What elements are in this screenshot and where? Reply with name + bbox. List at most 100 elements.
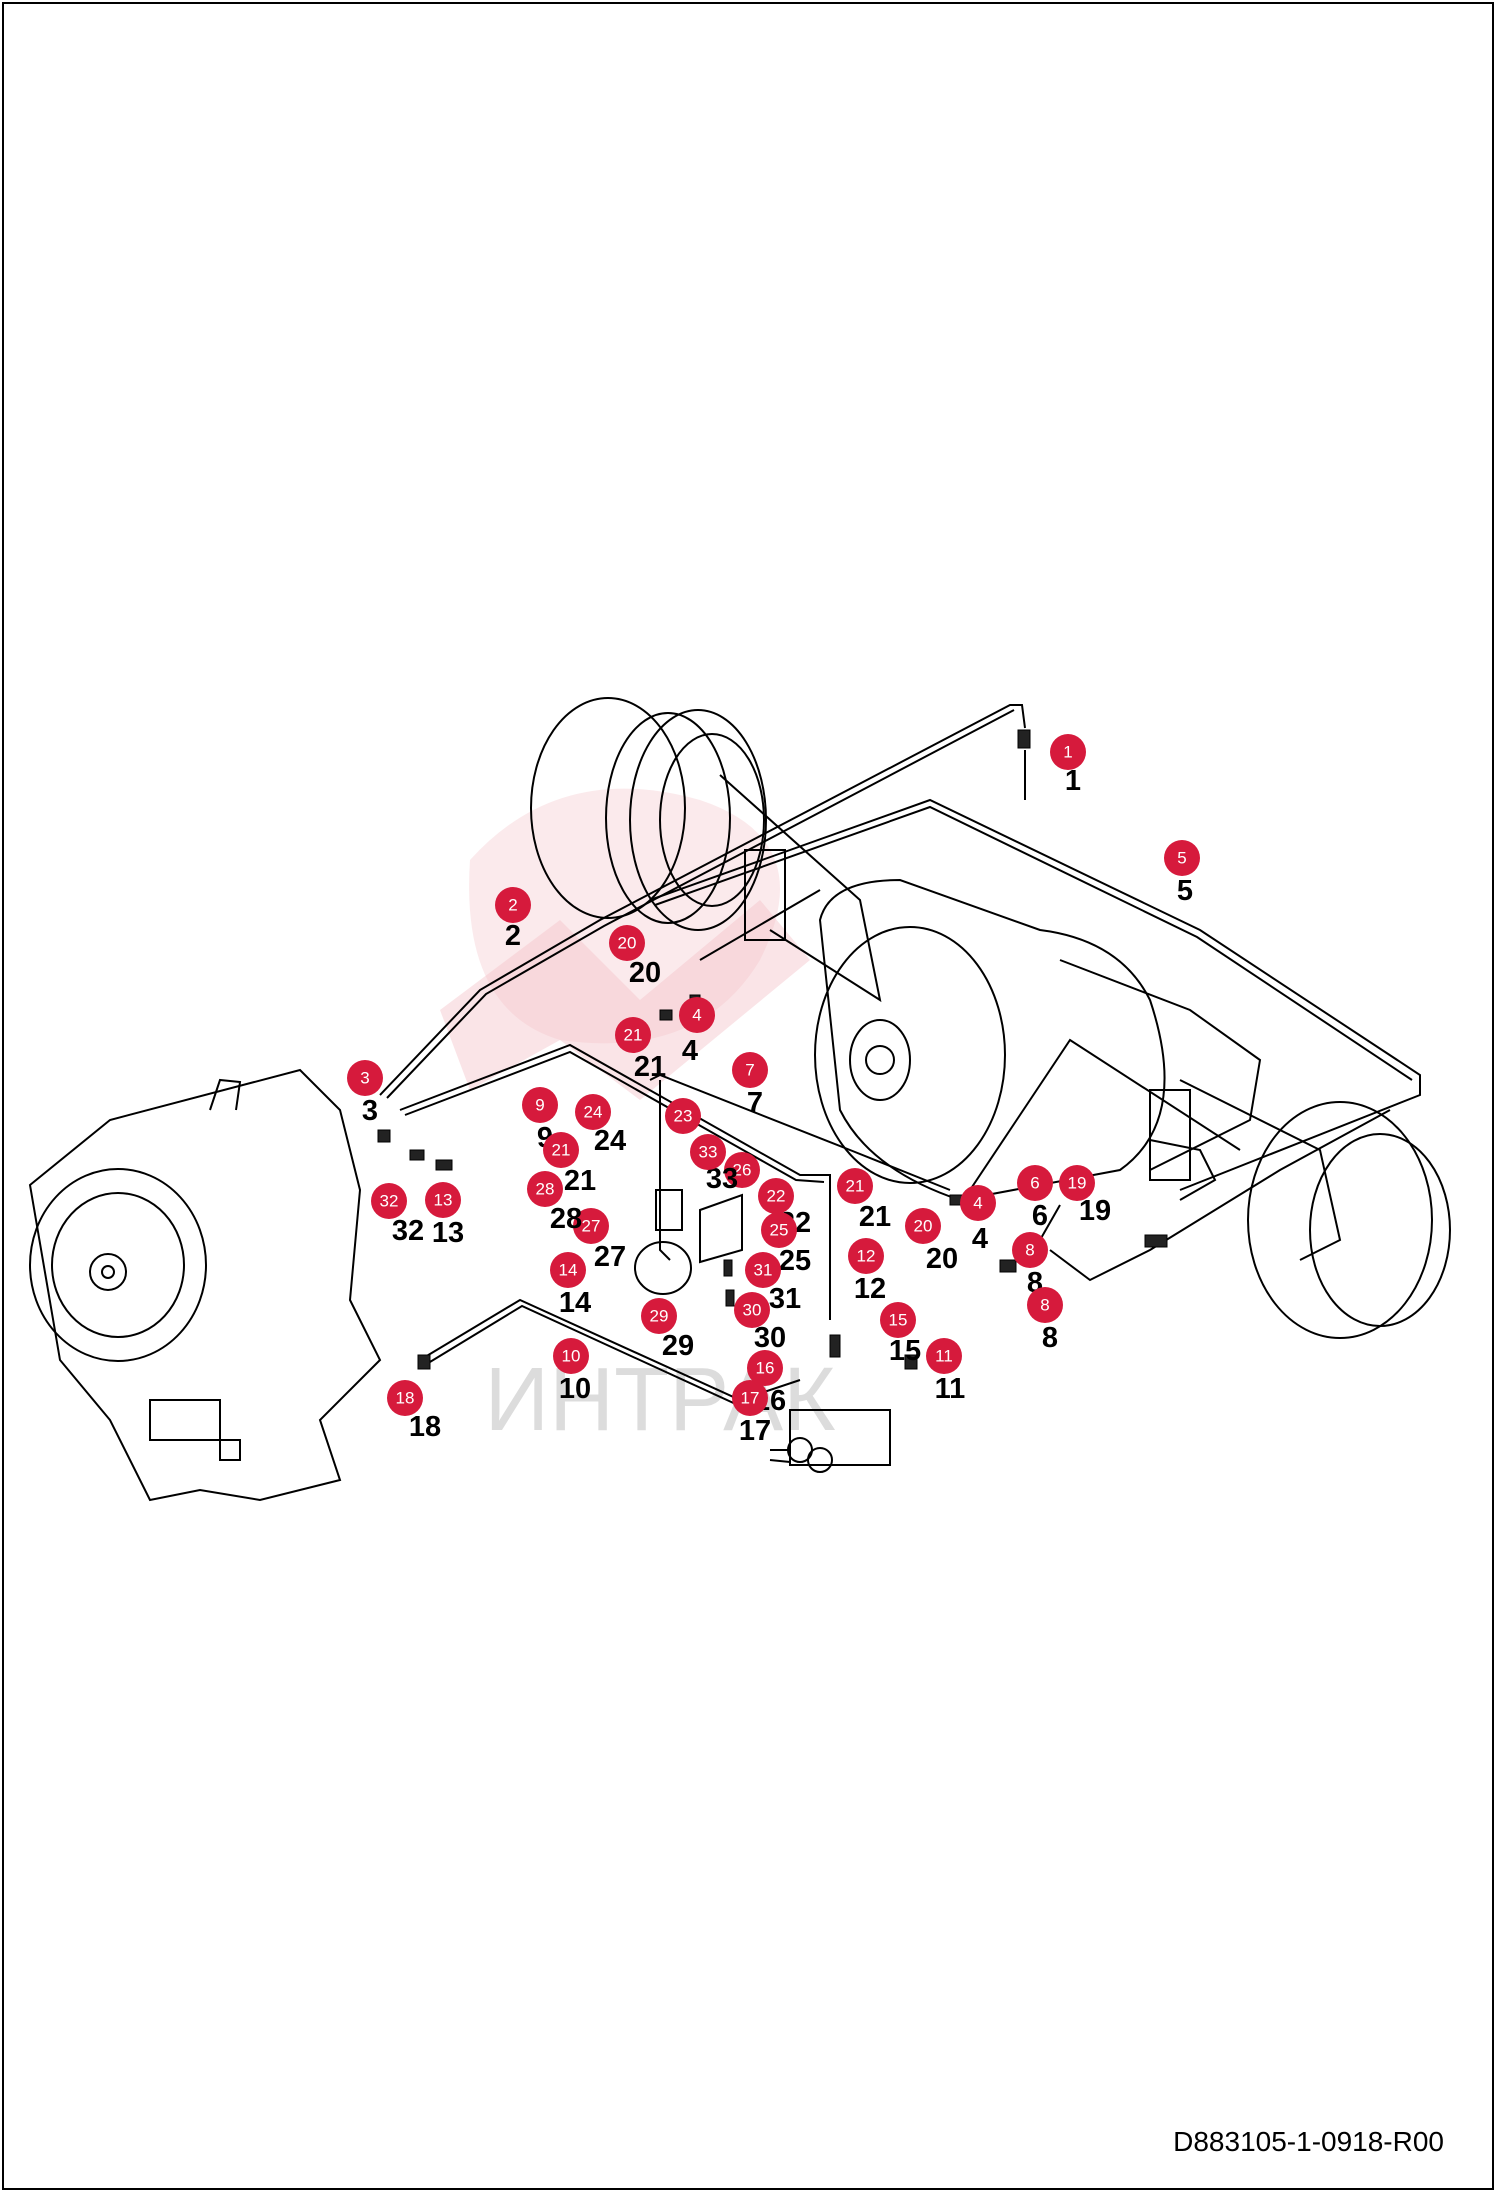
callout-bubble-circle [1012,1232,1048,1268]
callout-bubble: 18 [387,1380,423,1416]
callout-bubble-circle [732,1052,768,1088]
callout-bubble-circle [665,1098,701,1134]
callout-bubble-circle [527,1171,563,1207]
callout-number: 3 [362,1095,378,1127]
callout-bubble-label: 33 [699,1143,718,1162]
callout-bubble-label: 19 [1068,1174,1087,1193]
callout-bubble-label: 13 [434,1191,453,1210]
callout-bubble-label: 22 [767,1187,786,1206]
callout-bubble-circle [347,1060,383,1096]
callout-bubble-circle [1017,1165,1053,1201]
callout-bubble-circle [747,1350,783,1386]
callout-number: 31 [769,1283,801,1315]
callout-bubble-circle [745,1252,781,1288]
callout-bubble-label: 6 [1030,1174,1039,1193]
callout-number: 24 [594,1125,626,1157]
callout-bubble-label: 8 [1040,1296,1049,1315]
callout-bubble: 6 [1017,1165,1053,1201]
callout-bubble: 5 [1164,840,1200,876]
callout-bubble-circle [543,1132,579,1168]
callout-bubble: 26 [724,1152,760,1188]
callout-bubble-label: 11 [935,1347,953,1366]
callout-bubble: 21 [615,1017,651,1053]
callout-bubble-label: 2 [508,896,517,915]
callout-bubble-circle [848,1238,884,1274]
callout-bubble-circle [690,1134,726,1170]
callout-number: 12 [854,1273,886,1305]
callout-number: 30 [754,1322,786,1354]
callout-number: 21 [859,1201,891,1233]
callout-bubble-label: 12 [857,1247,876,1266]
callout-bubble-circle [880,1302,916,1338]
callout-number: 2 [505,920,521,952]
callout-bubble: 23 [665,1098,701,1134]
callout-number: 6 [1032,1200,1048,1232]
callout-bubble-circle [1027,1287,1063,1323]
callout-bubble-label: 3 [360,1069,369,1088]
callout-bubble-circle [960,1185,996,1221]
callout-bubble-circle [926,1338,962,1374]
callout-bubble-label: 30 [743,1301,762,1320]
callout-bubble-circle [573,1208,609,1244]
brake-valve [769,1409,891,1473]
callout-bubble-label: 21 [624,1026,643,1045]
callout-number: 14 [559,1287,591,1319]
callout-bubble: 9 [522,1087,558,1123]
callout-bubble-label: 17 [741,1389,760,1408]
callout-bubble: 21 [837,1168,873,1204]
callout-bubble-label: 10 [562,1347,581,1366]
callout-bubble-circle [425,1182,461,1218]
callout-bubble-circle [1059,1165,1095,1201]
callout-bubble-circle [575,1094,611,1130]
callout-bubble: 12 [848,1238,884,1274]
callout-bubble-circle [724,1152,760,1188]
callout-bubble: 14 [550,1252,586,1288]
transmission-assembly [28,1068,382,1502]
callout-bubble: 17 [732,1380,768,1416]
callout-bubble: 27 [573,1208,609,1244]
callout-bubble: 1 [1050,734,1086,770]
callout-number: 21 [564,1165,596,1197]
callout-bubble-circle [837,1168,873,1204]
callout-bubble-label: 25 [770,1221,789,1240]
callout-number: 10 [559,1373,591,1405]
callout-bubble-circle [371,1183,407,1219]
callout-bubble-circle [553,1338,589,1374]
callout-bubble: 33 [690,1134,726,1170]
callout-bubble-label: 29 [650,1307,669,1326]
callout-bubble: 20 [905,1208,941,1244]
callout-bubble-circle [758,1178,794,1214]
callout-bubble-circle [615,1017,651,1053]
callout-number: 20 [629,957,661,989]
callout-number: 5 [1177,875,1193,907]
callout-number: 15 [889,1335,921,1367]
callout-bubble-circle [1050,734,1086,770]
callout-bubble: 8 [1012,1232,1048,1268]
callout-number: 11 [935,1373,966,1405]
callout-bubble: 25 [761,1212,797,1248]
callout-bubble: 28 [527,1171,563,1207]
callout-bubble-label: 31 [754,1261,773,1280]
callout-number: 27 [594,1241,626,1273]
callout-bubble: 19 [1059,1165,1095,1201]
callout-bubble-circle [609,925,645,961]
callout-bubble-circle [732,1380,768,1416]
callout-bubble: 30 [734,1292,770,1328]
callout-bubble-circle [641,1298,677,1334]
callout-bubble: 4 [960,1185,996,1221]
callout-bubble-label: 26 [733,1161,752,1180]
callout-bubble-label: 21 [552,1141,571,1160]
callout-bubble-circle [387,1380,423,1416]
callout-bubble: 20 [609,925,645,961]
callout-number: 7 [747,1087,763,1119]
drive-axle-assembly [530,697,1451,1339]
callout-number: 18 [409,1411,441,1443]
callout-bubble: 3 [347,1060,383,1096]
callout-bubble-circle [550,1252,586,1288]
callout-bubble-label: 4 [973,1194,982,1213]
callout-bubble-label: 5 [1177,849,1186,868]
callout-bubble-circle [679,997,715,1033]
callout-number: 13 [432,1217,464,1249]
callout-bubble-label: 16 [756,1359,775,1378]
